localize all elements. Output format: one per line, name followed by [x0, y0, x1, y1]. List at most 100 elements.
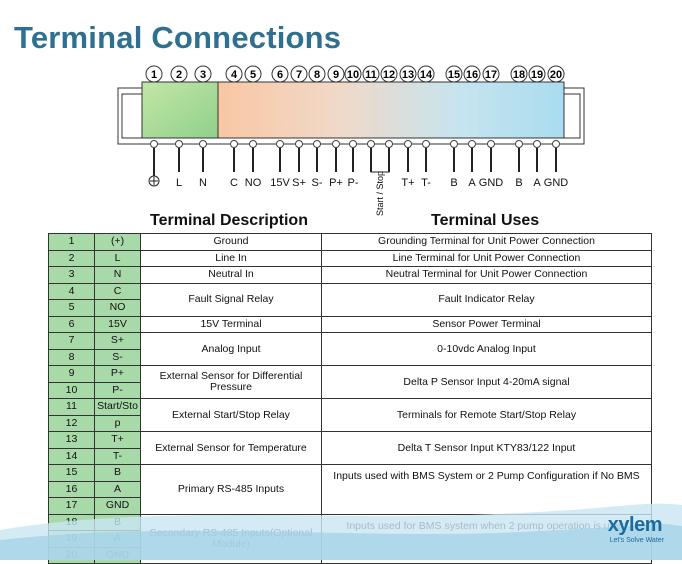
terminal-description: Secondary RS-485 Inputs(Optional Module)	[140, 513, 322, 564]
terminal-pin-label: A	[533, 177, 541, 189]
table-row: 9 P+ External Sensor for Differential Pr…	[48, 365, 652, 399]
terminal-screw	[249, 140, 257, 148]
terminal-number: 2	[48, 249, 95, 267]
terminal-symbol: S-	[94, 348, 141, 366]
terminal-pin-label: 15V	[270, 177, 290, 189]
terminal-number-label: 19	[531, 69, 543, 81]
terminal-number: 1	[48, 233, 95, 251]
terminal-pin-label: A	[468, 177, 476, 189]
table-row: 1 (+) Ground Grounding Terminal for Unit…	[48, 233, 652, 251]
terminal-screw	[332, 140, 340, 148]
terminal-number: 9	[48, 365, 95, 383]
terminal-number-label: 10	[347, 69, 359, 81]
terminal-use: Terminals for Remote Start/Stop Relay	[321, 398, 652, 432]
description-header: Terminal Description	[150, 212, 308, 229]
terminal-pin-label: N	[199, 177, 207, 189]
terminal-use: Neutral Terminal for Unit Power Connecti…	[321, 266, 652, 284]
terminal-number-circle	[445, 65, 463, 83]
terminal-symbol: L	[94, 249, 141, 267]
terminal-number-label: 13	[402, 69, 414, 81]
terminal-number-label: 5	[250, 69, 256, 81]
terminal-number-circle	[417, 65, 435, 83]
terminal-pin-label: L	[176, 177, 182, 189]
terminal-number: 18	[48, 513, 95, 531]
terminal-screw	[385, 140, 393, 148]
table-row: 15 B Primary RS-485 Inputs Inputs used w…	[48, 464, 652, 515]
terminal-number-label: 18	[513, 69, 525, 81]
terminal-symbol: GND	[94, 497, 141, 515]
terminal-use: 0-10vdc Analog Input	[321, 332, 652, 366]
terminal-pin-label: T-	[421, 177, 431, 189]
terminal-number-circle	[225, 65, 243, 83]
terminal-number-circle	[308, 65, 326, 83]
table-row: 8 S-	[48, 348, 652, 366]
terminal-number-circle	[194, 65, 212, 83]
terminal-pin-label: S+	[292, 177, 306, 189]
terminal-screw	[199, 140, 207, 148]
terminal-screw	[349, 140, 357, 148]
terminal-symbol: B	[94, 464, 141, 482]
terminal-symbol: B	[94, 513, 141, 531]
terminal-symbol: P-	[94, 381, 141, 399]
terminal-use: Delta P Sensor Input 4-20mA signal	[321, 365, 652, 399]
terminal-number-circle	[463, 65, 481, 83]
terminal-screw	[487, 140, 495, 148]
terminal-use: Inputs used for BMS system when 2 pump o…	[321, 513, 652, 564]
terminal-symbol: A	[94, 480, 141, 498]
terminal-symbol: T+	[94, 431, 141, 449]
terminal-pin-label: NO	[245, 177, 262, 189]
terminal-number-label: 8	[314, 69, 320, 81]
terminal-description: Ground	[140, 233, 322, 251]
terminal-description: 15V Terminal	[140, 315, 322, 333]
terminal-table: 1 (+) Ground Grounding Terminal for Unit…	[48, 233, 652, 564]
terminal-number-circle	[482, 65, 500, 83]
terminal-screw	[175, 140, 183, 148]
terminal-number-label: 9	[333, 69, 339, 81]
table-row: 12 p	[48, 414, 652, 432]
terminal-pin-label: P+	[329, 177, 343, 189]
terminal-description: Line In	[140, 249, 322, 267]
page-title: Terminal Connections	[14, 20, 342, 55]
start-stop-bracket	[370, 164, 390, 173]
terminal-use: Inputs used with BMS System or 2 Pump Co…	[321, 464, 652, 515]
terminal-number: 15	[48, 464, 95, 482]
terminal-symbol: (+)	[94, 233, 141, 251]
terminal-pin-label: B	[450, 177, 457, 189]
terminal-number: 5	[48, 299, 95, 317]
terminal-screw	[150, 140, 158, 148]
table-row: 10 P-	[48, 381, 652, 399]
terminal-number-label: 3	[200, 69, 206, 81]
terminal-number-circle	[362, 65, 380, 83]
terminal-number-label: 6	[277, 69, 283, 81]
terminal-pin-label: B	[515, 177, 522, 189]
table-row: 3 N Neutral In Neutral Terminal for Unit…	[48, 266, 652, 284]
logo-tagline: Let's Solve Water	[609, 537, 664, 544]
terminal-symbol: C	[94, 282, 141, 300]
table-row: 6 15V 15V Terminal Sensor Power Terminal	[48, 315, 652, 333]
terminal-screw	[515, 140, 523, 148]
uses-header: Terminal Uses	[431, 212, 540, 229]
terminal-pin-label: T+	[401, 177, 414, 189]
terminal-screw	[533, 140, 541, 148]
terminal-number: 17	[48, 497, 95, 515]
terminal-pin-label: Start / Stop	[375, 171, 385, 216]
terminal-use: Fault Indicator Relay	[321, 282, 652, 317]
terminal-pin-label: C	[230, 177, 238, 189]
terminal-screw	[367, 140, 375, 148]
terminal-use: Sensor Power Terminal	[321, 315, 652, 333]
terminal-pin-label: S-	[312, 177, 323, 189]
table-row: 18 B Secondary RS-485 Inputs(Optional Mo…	[48, 513, 652, 564]
terminal-number-label: 4	[231, 69, 238, 81]
terminal-number-circle	[510, 65, 528, 83]
terminal-number: 19	[48, 530, 95, 548]
terminal-number-label: 12	[383, 69, 395, 81]
signal-terminal-block	[217, 81, 565, 139]
table-row: 5 NO	[48, 299, 652, 317]
table-row: 2 L Line In Line Terminal for Unit Power…	[48, 249, 652, 267]
terminal-number: 11	[48, 398, 95, 416]
terminal-number-circle	[528, 65, 546, 83]
terminal-symbol: A	[94, 530, 141, 548]
terminal-number: 4	[48, 282, 95, 300]
terminal-number-label: 20	[550, 69, 562, 81]
terminal-number-circle	[380, 65, 398, 83]
